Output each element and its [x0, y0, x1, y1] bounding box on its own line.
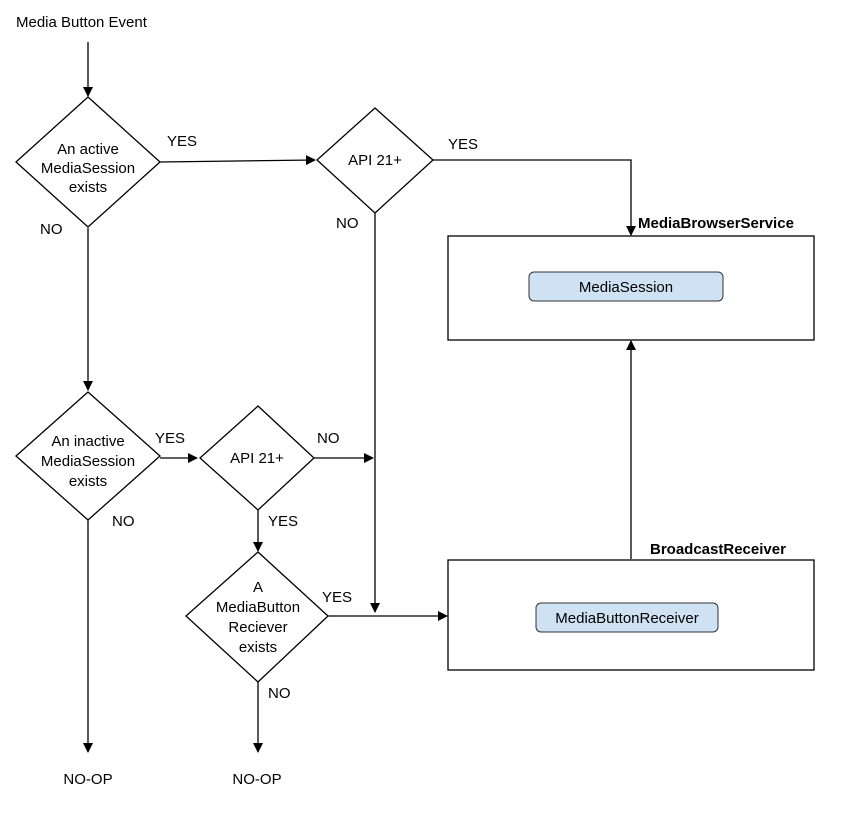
decision-inactive-session: An inactive MediaSession exists	[15, 391, 161, 521]
terminal-noop-mid: NO-OP	[232, 771, 281, 788]
edge-active-yes	[159, 155, 316, 166]
edge-label-no: NO	[317, 430, 340, 447]
decision-text-line: MediaSession	[41, 160, 135, 177]
edge-label-yes: YES	[268, 513, 298, 530]
decision-text-line: An active	[57, 141, 119, 158]
decision-diamond	[15, 391, 161, 521]
edge-label-yes: YES	[155, 430, 185, 447]
media-button-receiver-label: MediaButtonReceiver	[555, 610, 698, 627]
decision-diamond	[185, 551, 329, 683]
decision-text-line: API 21+	[348, 152, 402, 169]
decision-text-line: exists	[239, 639, 277, 656]
connectors	[83, 42, 636, 753]
container-broadcast-receiver: BroadcastReceiver MediaButtonReceiver	[447, 541, 815, 671]
edge-label-yes: YES	[448, 136, 478, 153]
container-title: MediaBrowserService	[638, 215, 794, 232]
terminal-noop-left: NO-OP	[63, 771, 112, 788]
decision-diamond	[199, 405, 315, 511]
decision-text-line: Reciever	[228, 619, 287, 636]
decision-text-line: A	[253, 579, 263, 596]
container-title: BroadcastReceiver	[650, 541, 786, 558]
decision-text-line: API 21+	[230, 450, 284, 467]
decision-active-session: An active MediaSession exists	[15, 96, 161, 228]
decision-diamond	[316, 107, 434, 214]
edge-label-no: NO	[268, 685, 291, 702]
edge-labels: YES NO YES NO YES NO NO YES YES NO	[40, 133, 478, 702]
decision-text-line: exists	[69, 473, 107, 490]
decision-api21-mid: API 21+	[199, 405, 315, 511]
decision-text-line: An inactive	[51, 433, 124, 450]
decision-mediabutton-receiver: A MediaButton Reciever exists	[185, 551, 329, 683]
start-label: Media Button Event	[16, 14, 148, 31]
edge-label-yes: YES	[322, 589, 352, 606]
decision-text-line: MediaSession	[41, 453, 135, 470]
decision-text-line: MediaButton	[216, 599, 300, 616]
edge-label-yes: YES	[167, 133, 197, 150]
media-session-label: MediaSession	[579, 279, 673, 296]
media-session-pill	[528, 271, 724, 302]
container-media-browser-service: MediaBrowserService MediaSession	[447, 215, 815, 341]
edge-api-top-yes	[433, 159, 636, 236]
decision-text-line: exists	[69, 179, 107, 196]
media-button-receiver-pill	[535, 602, 719, 633]
edge-label-no: NO	[336, 215, 359, 232]
decision-diamond	[15, 96, 161, 228]
edge-label-no: NO	[112, 513, 135, 530]
decision-api21-top: API 21+	[316, 107, 434, 214]
edge-label-no: NO	[40, 221, 63, 238]
